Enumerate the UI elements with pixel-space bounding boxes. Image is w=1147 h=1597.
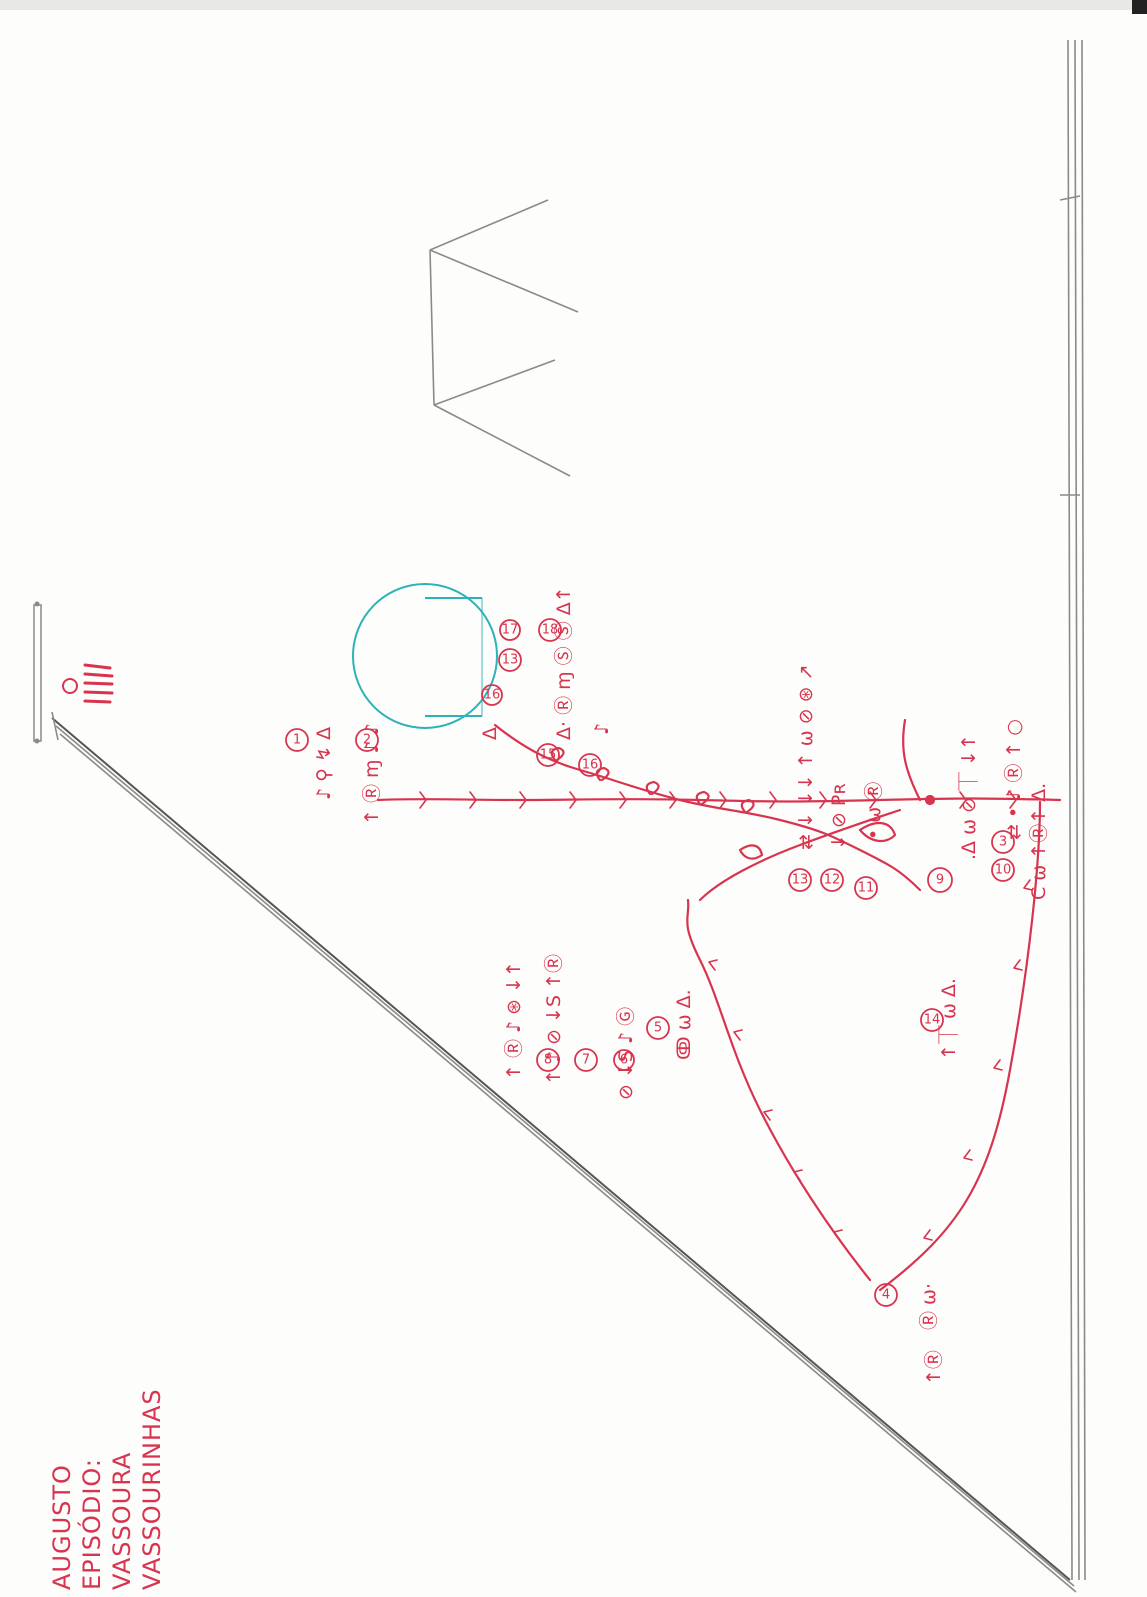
broom-bristles-icon (85, 665, 112, 702)
svg-text:11: 11 (858, 881, 875, 896)
svg-text:1: 1 (293, 733, 301, 748)
title-line-3: VASSOURA (108, 1452, 136, 1590)
step-16-marker: 16 (482, 685, 502, 705)
note-step-10: ⇄ • ♪ Ⓡ ↑ ○ (1003, 719, 1025, 840)
step-9-marker: 9 (928, 868, 952, 892)
svg-text:15: 15 (540, 748, 557, 763)
bar-prop (34, 602, 41, 744)
note-step-11: • ω Ⓡ (863, 782, 885, 840)
svg-text:9: 9 (936, 873, 944, 888)
frame-line-vertical (430, 250, 434, 405)
frame-line-top-2 (430, 250, 578, 312)
notation-notes: ♪ ⚲ ↯ Δ ↑ Ⓡ ɱ ♪ ♪ C ω ↑Ⓡ↑ Δ. Ⓡ ω· ↑Ⓡ ↂ ω… (313, 586, 1050, 1385)
title-line-4: VASSOURINHAS (138, 1388, 166, 1590)
step-15-marker: 15 (537, 744, 559, 766)
a-frame-structure (430, 200, 578, 476)
performer-symbol (63, 665, 112, 702)
bar-rect (34, 605, 41, 741)
note-step-15: Δ· Ⓡ ɱ Ⓢ Ⓢ Δ↑ (553, 586, 575, 740)
step-7-marker: 7 (575, 1049, 597, 1071)
step-5-marker: 5 (647, 1017, 669, 1039)
stage-back-wall-line-3 (1082, 40, 1085, 1580)
step-1-marker: 1 (286, 729, 308, 751)
stage-diagonal-line-2 (56, 726, 1074, 1586)
scan-corner (1132, 0, 1147, 14)
bar-end-1 (35, 602, 40, 607)
direction-chevrons-3 (709, 960, 842, 1240)
note-step-5: ↂ ω Δ. (673, 989, 695, 1060)
svg-text:16: 16 (582, 758, 599, 773)
path-15-to-14 (495, 725, 920, 890)
note-step-8b: ↑ ♪ ⊘ ↓S ↑Ⓡ (543, 954, 565, 1085)
title-line-2: EPISÓDIO: (76, 1458, 106, 1590)
frame-line-bottom-2 (434, 405, 570, 476)
note-step-9: .Δ ω ⊘ ⏉ ↓↑ (958, 734, 980, 860)
stage-tick-1 (1060, 196, 1080, 200)
svg-text:12: 12 (824, 873, 841, 888)
circle-prop (353, 584, 497, 728)
step-10-marker: 10 (992, 859, 1014, 881)
svg-text:4: 4 (882, 1288, 890, 1303)
svg-text:16: 16 (484, 688, 501, 703)
svg-text:13: 13 (502, 653, 519, 668)
title-block: AUGUSTO EPISÓDIO: VASSOURA VASSOURINHAS (48, 1388, 166, 1590)
step-17-marker: 17 (500, 620, 520, 640)
note-step-8a: ↑ Ⓡ ♪ ⊛ ↓↑ (503, 961, 525, 1080)
frame-line-top (430, 200, 548, 250)
note-step-4: Ⓡ ω· (918, 1283, 940, 1330)
step-11-marker: 11 (855, 877, 877, 899)
note-step-3: C ω ↑Ⓡ↑ Δ. (1028, 783, 1050, 900)
step-4-marker: 4 (875, 1284, 897, 1306)
step-13-marker: 13 (789, 869, 811, 891)
stage-back-wall-line-2 (1075, 40, 1079, 1580)
title-line-1: AUGUSTO (48, 1464, 76, 1590)
note-step-4b: ↑Ⓡ (923, 1350, 945, 1385)
stage-back-wall-line (1068, 40, 1072, 1580)
svg-text:10: 10 (995, 863, 1012, 878)
svg-text:17: 17 (502, 623, 519, 638)
svg-text:7: 7 (582, 1053, 590, 1068)
performer-head (63, 679, 77, 693)
stage-diagonal-line (52, 718, 1070, 1580)
note-step-1b: ↑ Ⓡ ɱ ♪ ♪ (361, 723, 383, 825)
bar-end-2 (35, 739, 40, 744)
step-12-marker: 12 (821, 869, 843, 891)
svg-text:5: 5 (654, 1021, 662, 1036)
crossing-dot (926, 796, 934, 804)
stage-diagonal-line-3 (60, 734, 1076, 1592)
note-step-17: Δ (479, 727, 501, 740)
step-13b-marker: 13 (499, 649, 521, 671)
note-step-16: ♪ (591, 723, 613, 735)
path-to-9 (903, 720, 920, 800)
note-step-12: ↓ ⊘ Pʀ (828, 783, 850, 850)
path-4-to-5 (687, 900, 870, 1280)
note-step-14: ↑⏉ ω Δ. (938, 978, 960, 1060)
note-step-7: ⊘ ↓S ♪ Ⓖ (615, 1007, 637, 1100)
teal-circle (353, 584, 497, 728)
frame-line-bottom (434, 360, 555, 405)
leaf-mark-2 (740, 845, 762, 858)
svg-text:13: 13 (792, 873, 809, 888)
note-step-13: ⇄ ↓ ↓↓ ↑ ω ⊘ ⊛ ↗ (795, 664, 817, 850)
note-step-1: ♪ ⚲ ↯ Δ (313, 727, 335, 800)
scan-edge-top (0, 0, 1147, 10)
